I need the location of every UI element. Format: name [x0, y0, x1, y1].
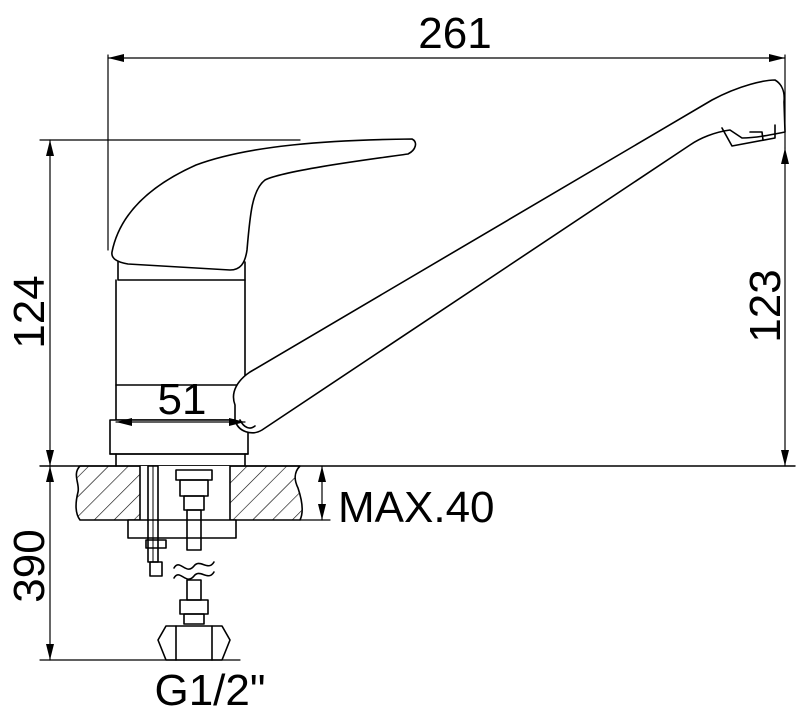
dimension-total-height [39, 139, 301, 467]
counter-top-section [75, 465, 303, 521]
label-spout-height: 123 [741, 269, 790, 342]
dimension-max-thickness [299, 465, 331, 521]
spout-aerator [721, 124, 776, 147]
label-body-diameter: 51 [158, 375, 207, 424]
handle-lever [111, 138, 417, 271]
faucet-body [109, 279, 249, 467]
aerator-detail [749, 131, 764, 141]
dimension-body-diameter [115, 418, 246, 426]
label-total-height: 124 [5, 275, 54, 348]
dimension-hose-length [39, 465, 241, 661]
mounting-hardware [127, 465, 237, 577]
spout [232, 79, 786, 434]
dimension-spout-height [781, 147, 789, 467]
handle-base [117, 261, 246, 281]
label-overall-length: 261 [418, 9, 491, 58]
flexible-hose [157, 469, 231, 661]
label-max-thickness: MAX.40 [338, 483, 495, 532]
label-hose-length: 390 [5, 529, 54, 602]
dimension-overall-length [107, 54, 786, 251]
label-connection-thread: G1/2" [154, 666, 265, 715]
